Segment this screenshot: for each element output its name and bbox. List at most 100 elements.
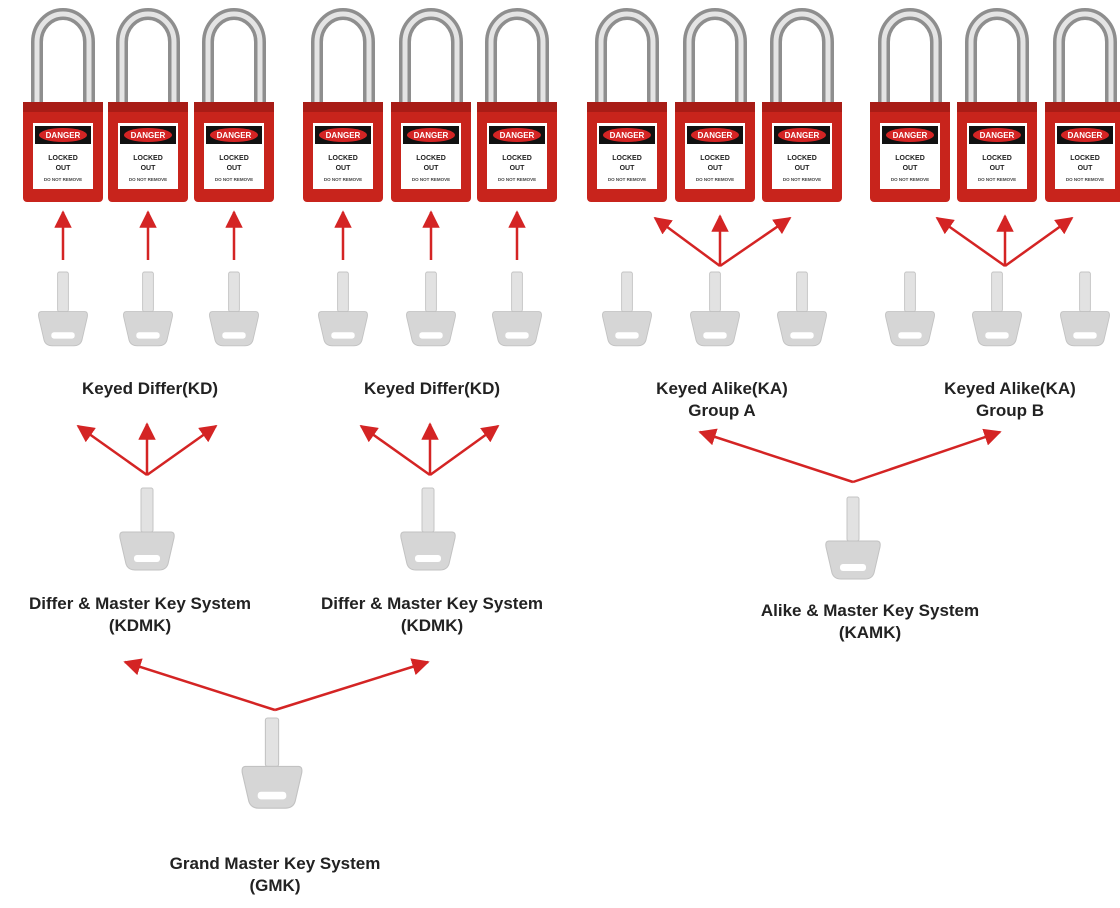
shackle-highlight: [314, 11, 372, 103]
key-slot: [1073, 332, 1097, 339]
padlock-top-band: [587, 102, 667, 112]
key-blade: [228, 271, 240, 313]
arrow-ka-b-3: [1004, 216, 1074, 268]
key-slot: [505, 332, 529, 339]
do-not-remove-text: DO NOT REMOVE: [324, 177, 362, 182]
shackle-highlight: [968, 11, 1026, 103]
arrow-gmk-2: [274, 658, 430, 712]
do-not-remove-text: DO NOT REMOVE: [498, 177, 536, 182]
key-blade: [421, 487, 435, 533]
danger-text: DANGER: [980, 131, 1015, 140]
key-8: [690, 271, 740, 347]
locked-text: LOCKED: [133, 155, 163, 162]
key-head: [406, 311, 456, 347]
key-blade: [796, 271, 808, 313]
key-head: [1060, 311, 1110, 347]
key-blade: [846, 496, 860, 542]
shackle: [683, 8, 747, 103]
key-3: [209, 271, 259, 347]
label-kdmk-2: Differ & Master Key System (KDMK): [320, 594, 544, 635]
shackle-highlight: [488, 11, 546, 103]
shackle-highlight: [205, 11, 263, 103]
padlock-top-band: [194, 102, 274, 112]
key-slot: [222, 332, 246, 339]
arrow-group: [54, 210, 1074, 712]
danger-oval: [407, 128, 455, 142]
locked-text: LOCKED: [416, 155, 446, 162]
danger-oval: [319, 128, 367, 142]
key-slot: [257, 791, 287, 800]
key-blade: [511, 271, 523, 313]
key-12: [1060, 271, 1110, 347]
grand-master-key: [241, 717, 303, 809]
shackle: [485, 8, 549, 103]
label-kamk: Alike & Master Key System (KAMK): [760, 601, 980, 642]
locked-text: LOCKED: [787, 155, 817, 162]
arrow-ka-a-3: [719, 216, 792, 268]
key-head: [602, 311, 652, 347]
key-blade: [1079, 271, 1091, 313]
key-head: [318, 311, 368, 347]
key-blade: [904, 271, 916, 313]
key-head: [241, 765, 303, 809]
shackle: [965, 8, 1029, 103]
key-blade: [140, 487, 154, 533]
shackle-highlight: [119, 11, 177, 103]
danger-text: DANGER: [1068, 131, 1103, 140]
label-keyed-alike-group-a: Keyed Alike(KA) Group A: [656, 379, 788, 420]
out-text: OUT: [227, 165, 243, 172]
key-head: [972, 311, 1022, 347]
out-text: OUT: [141, 165, 157, 172]
key-slot: [615, 332, 639, 339]
out-text: OUT: [424, 165, 440, 172]
key-11: [972, 271, 1022, 347]
key-slot: [51, 332, 75, 339]
key-head: [119, 531, 175, 571]
danger-text: DANGER: [46, 131, 81, 140]
locked-text: LOCKED: [502, 155, 532, 162]
label-keyed-alike-group-b: Keyed Alike(KA) Group B: [944, 379, 1076, 420]
key-blade: [142, 271, 154, 313]
key-slot: [985, 332, 1009, 339]
danger-oval: [39, 128, 87, 142]
do-not-remove-text: DO NOT REMOVE: [978, 177, 1016, 182]
key-slot: [840, 564, 866, 571]
shackle: [31, 8, 95, 103]
master-key-kdmk-1: [119, 487, 175, 571]
out-text: OUT: [903, 165, 919, 172]
locked-text: LOCKED: [700, 155, 730, 162]
arrow-kdmk1-1: [76, 424, 148, 477]
key-group: [38, 271, 1110, 809]
key-blade: [425, 271, 437, 313]
padlock-top-band: [391, 102, 471, 112]
danger-oval: [603, 128, 651, 142]
key-2: [123, 271, 173, 347]
key-slot: [790, 332, 814, 339]
danger-oval: [493, 128, 541, 142]
key-slot: [415, 555, 441, 562]
key-7: [602, 271, 652, 347]
shackle: [399, 8, 463, 103]
key-blade: [337, 271, 349, 313]
danger-text: DANGER: [326, 131, 361, 140]
do-not-remove-text: DO NOT REMOVE: [783, 177, 821, 182]
shackle-highlight: [686, 11, 744, 103]
key-blade: [264, 717, 280, 767]
arrow-kamk-b: [852, 428, 1002, 484]
key-slot: [419, 332, 443, 339]
locked-text: LOCKED: [982, 155, 1012, 162]
shackle: [595, 8, 659, 103]
padlock-top-band: [477, 102, 557, 112]
label-kdmk-1: Differ & Master Key System (KDMK): [28, 594, 252, 635]
shackle: [1053, 8, 1117, 103]
key-slot: [134, 555, 160, 562]
padlock-top-band: [108, 102, 188, 112]
key-head: [777, 311, 827, 347]
shackle: [878, 8, 942, 103]
key-blade: [709, 271, 721, 313]
danger-text: DANGER: [698, 131, 733, 140]
